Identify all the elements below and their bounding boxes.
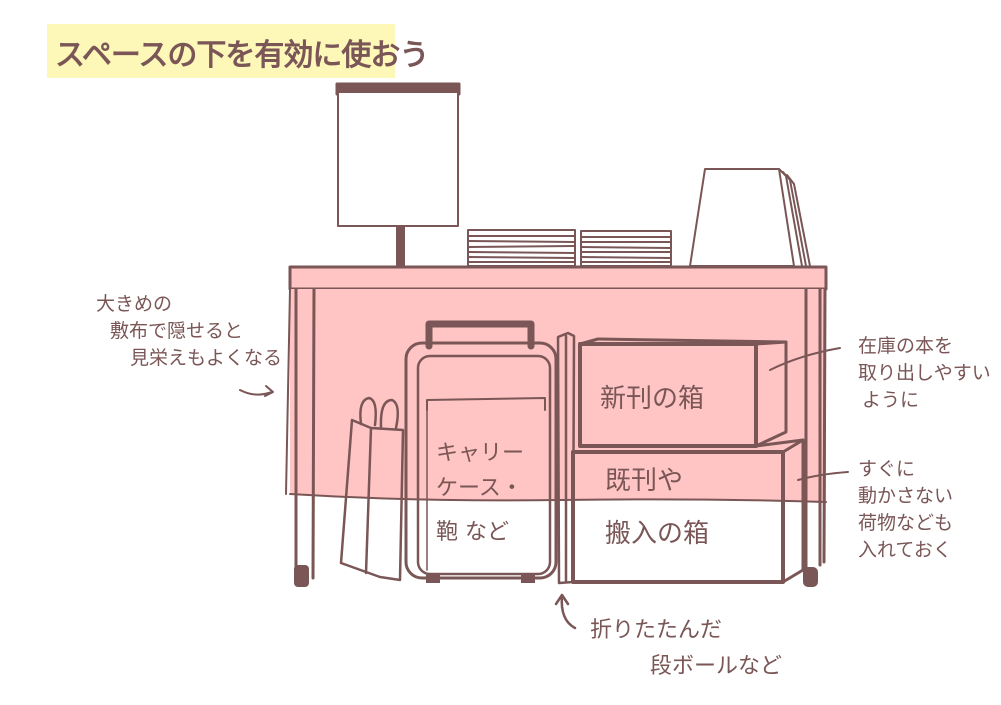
paper-bag-icon xyxy=(339,396,405,582)
stock-box xyxy=(571,438,805,584)
new-books-box xyxy=(578,337,788,448)
box-bottom-label-line2: 搬入の箱 xyxy=(605,519,710,549)
leader-line-bottom-right xyxy=(797,471,849,481)
bottom-note-line1: 折りたたんだ xyxy=(590,618,723,643)
left-note-line1: 大きめの xyxy=(96,293,173,315)
right-top-note-line2: 取り出しやすい xyxy=(858,362,991,384)
table-top xyxy=(288,265,828,291)
right-bottom-note-line4: 入れておく xyxy=(858,539,952,561)
leader-line-top-right xyxy=(769,347,841,371)
right-bottom-note-line1: すぐに xyxy=(858,458,916,480)
table-leg-left xyxy=(294,287,316,587)
page-title: スペースの下を有効に使おう xyxy=(55,38,429,73)
suitcase-label-line1: キャリー xyxy=(436,441,525,466)
right-bottom-note-line3: 荷物なども xyxy=(858,512,954,534)
box-bottom-label-line1: 既刊や xyxy=(605,466,684,496)
arrow-up-icon xyxy=(560,594,577,630)
right-top-note-line3: ように xyxy=(862,389,920,411)
title-highlight xyxy=(47,24,395,78)
box-top-label: 新刊の箱 xyxy=(600,384,705,414)
right-top-note-line1: 在庫の本を xyxy=(858,335,954,357)
leaning-book-icon xyxy=(689,168,811,267)
suitcase-label-line3: 鞄 など xyxy=(436,520,509,545)
book-stack-icon xyxy=(467,229,672,267)
bottom-note-line2: 段ボールなど xyxy=(650,654,783,679)
right-bottom-note-line2: 動かさない xyxy=(858,485,954,507)
left-note-line2: 敷布で隠せると xyxy=(110,320,244,342)
suitcase-label-line2: ケース・ xyxy=(436,476,523,501)
poster-stand-icon xyxy=(335,82,461,268)
table-leg-right xyxy=(803,287,827,587)
left-note-line3: 見栄えもよくなる xyxy=(130,347,283,369)
suitcase-icon xyxy=(404,320,558,583)
